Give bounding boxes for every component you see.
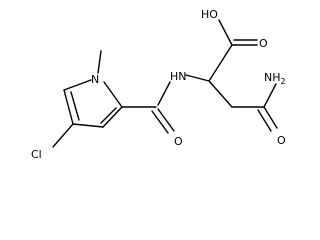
chemical-structure-drawing: HO O NH2 O HN O N Cl	[31, 8, 286, 161]
bond-c3-c4	[72, 123, 104, 128]
bond-n1-c2	[103, 81, 123, 108]
chemical-structure-canvas: HO O NH2 O HN O N Cl	[31, 8, 286, 161]
bond-c2-c3	[102, 106, 123, 128]
amide-nh2-main: NH	[264, 71, 281, 84]
bond-carbonyl-nh	[157, 81, 171, 106]
bond-c5-n1	[63, 79, 92, 91]
carboxyl-oh-label: HO	[201, 8, 218, 21]
carboxyl-o-label: O	[259, 37, 268, 50]
bond-c4-cl	[52, 123, 74, 148]
amide-o-label: O	[277, 134, 286, 147]
bond-calpha-ch2	[208, 80, 233, 108]
bond-camide-o	[263, 106, 278, 129]
amide-nh2-subscript: 2	[281, 77, 286, 86]
bond-ccooh-oh	[218, 19, 233, 46]
bond-carbonyl-o-double	[151, 110, 169, 134]
bond-calpha-ccooh	[208, 44, 233, 82]
bond-n1-methyl	[97, 50, 102, 74]
linker-nh-label: HN	[170, 70, 187, 83]
bond-lines	[52, 19, 278, 148]
bond-c4-c5-double	[70, 91, 80, 121]
bond-camide-o-double	[257, 109, 272, 132]
chloro-label: Cl	[31, 148, 42, 161]
bond-c2-c3-double	[100, 107, 117, 124]
bond-camide-nh2	[263, 83, 277, 108]
linker-o-label: O	[174, 135, 183, 148]
bond-carbonyl-o	[157, 108, 175, 132]
bond-nh-calpha	[185, 74, 210, 82]
ring-n-label: N	[91, 73, 99, 86]
bond-c4-c5	[63, 89, 74, 125]
amide-nh2-label: NH2	[264, 71, 286, 86]
atom-labels: HO O NH2 O HN O N Cl	[31, 8, 286, 161]
